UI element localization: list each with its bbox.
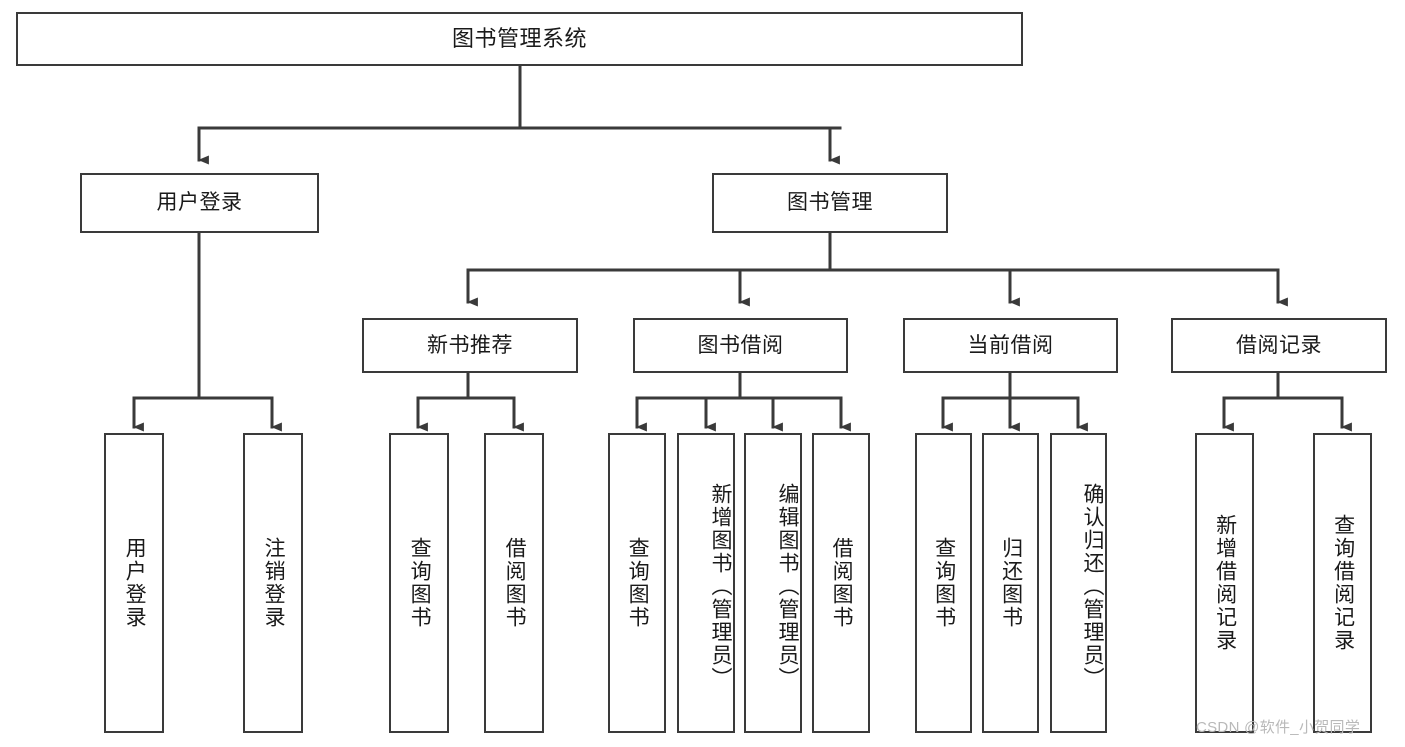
node-leaf-confirm-return-admin[interactable]: 确认归还（管理员） [1050, 433, 1107, 733]
node-user-login[interactable]: 用户登录 [80, 173, 319, 233]
node-leaf-query-book-recommend[interactable]: 查询图书 [389, 433, 449, 733]
node-borrow-record[interactable]: 借阅记录 [1171, 318, 1387, 373]
node-leaf-user-login[interactable]: 用户登录 [104, 433, 164, 733]
node-leaf-return-book[interactable]: 归还图书 [982, 433, 1039, 733]
node-leaf-query-book-borrow[interactable]: 查询图书 [608, 433, 666, 733]
node-leaf-query-book-current[interactable]: 查询图书 [915, 433, 972, 733]
node-current-borrow[interactable]: 当前借阅 [903, 318, 1118, 373]
node-leaf-add-book-admin[interactable]: 新增图书（管理员） [677, 433, 735, 733]
node-new-book-recommend[interactable]: 新书推荐 [362, 318, 578, 373]
node-book-borrow[interactable]: 图书借阅 [633, 318, 848, 373]
node-book-management[interactable]: 图书管理 [712, 173, 948, 233]
node-root-book-management-system[interactable]: 图书管理系统 [16, 12, 1023, 66]
csdn-watermark: CSDN @软件_小贺同学 [1196, 719, 1361, 736]
node-leaf-borrow-book[interactable]: 借阅图书 [812, 433, 870, 733]
node-leaf-logout-login[interactable]: 注销登录 [243, 433, 303, 733]
node-leaf-borrow-book-recommend[interactable]: 借阅图书 [484, 433, 544, 733]
node-leaf-edit-book-admin[interactable]: 编辑图书（管理员） [744, 433, 802, 733]
node-leaf-query-borrow-record[interactable]: 查询借阅记录 [1313, 433, 1372, 733]
node-leaf-add-borrow-record[interactable]: 新增借阅记录 [1195, 433, 1254, 733]
